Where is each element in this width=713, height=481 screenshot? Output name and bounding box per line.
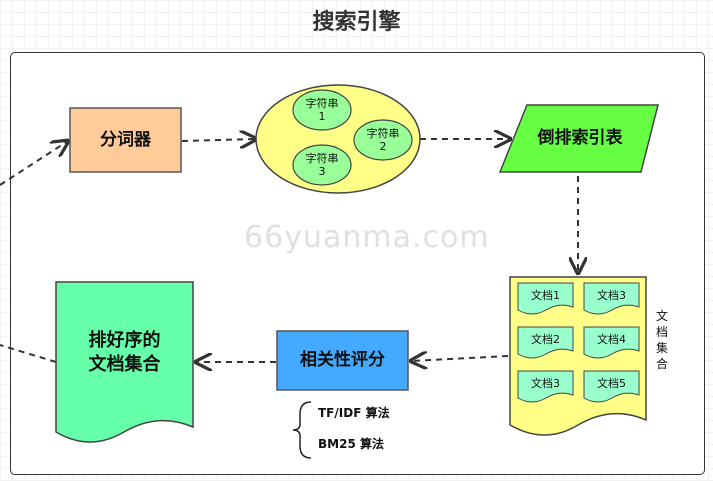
doc-collection-label: 文 档 集 合: [655, 308, 668, 372]
string-2-ellipse: [353, 119, 413, 161]
algorithm-tfidf-label: TF/IDF 算法: [318, 405, 390, 420]
doc-item-shape: [583, 370, 640, 403]
algorithms-brace: [292, 401, 312, 459]
doc-item-label: 文档5: [597, 377, 626, 391]
doc-item-shape: [517, 282, 574, 315]
relevance-label: 相关性评分: [300, 350, 385, 371]
doc-item-label: 文档4: [597, 333, 626, 347]
edge-tokenizer-to-strings: [181, 139, 256, 141]
sorted-docs-label: 排好序的 文档集合: [88, 329, 161, 375]
relevance-box: [276, 330, 409, 391]
diagram-title: 搜索引擎: [312, 10, 401, 35]
string-3-ellipse: [292, 144, 352, 186]
edge-input-to-tokenizer: [0, 141, 68, 186]
algorithm-bm25-label: BM25 算法: [318, 436, 384, 451]
doc-item-label: 文档3: [531, 377, 560, 391]
doc-item-shape: [517, 370, 574, 403]
doc-item-shape: [583, 282, 640, 315]
watermark: 66yuanma.com: [244, 220, 490, 255]
string-2-label: 字符串 2: [366, 126, 400, 153]
doc-item-shape: [583, 326, 640, 359]
doc-item-label: 文档1: [531, 289, 560, 303]
edge-docs-to-relevance: [411, 356, 509, 361]
string-1-label: 字符串 1: [305, 96, 339, 123]
inverted-index-label: 倒排索引表: [537, 128, 623, 149]
string-1-ellipse: [292, 89, 352, 131]
inverted-index-shape: [498, 104, 659, 173]
sorted-docs-shape: [55, 281, 194, 443]
tokenizer-label: 分词器: [100, 129, 151, 150]
edge-sorted-to-output: [0, 344, 57, 363]
doc-item-label: 文档2: [531, 333, 560, 347]
doc-item-shape: [517, 326, 574, 359]
tokenizer-box: [69, 107, 182, 173]
string-3-label: 字符串 3: [305, 151, 339, 178]
doc-item-label: 文档3: [597, 289, 626, 303]
